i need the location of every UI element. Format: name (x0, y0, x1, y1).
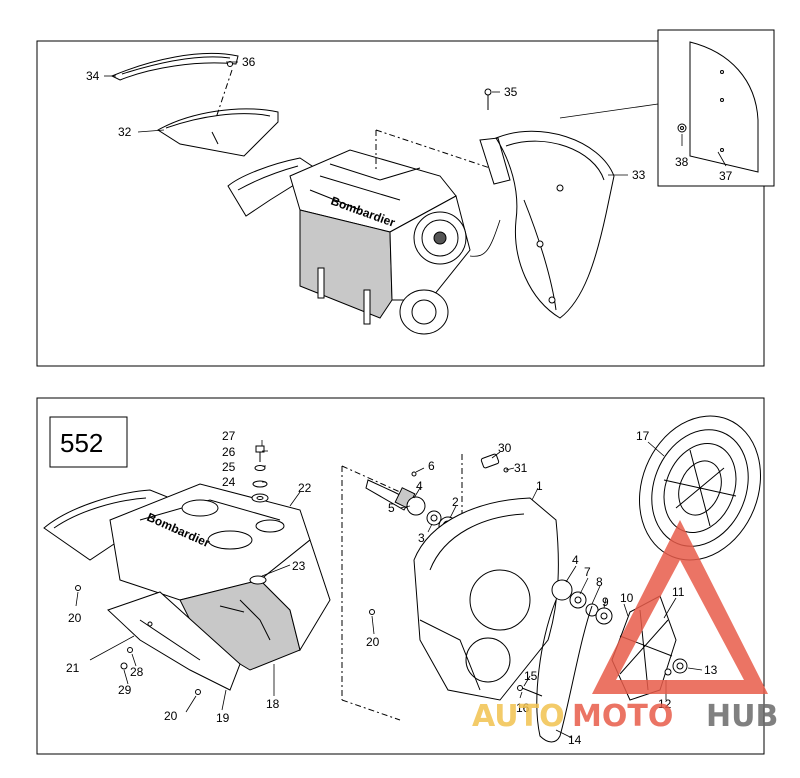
top-axis-line-3 (375, 129, 491, 169)
callout-35: 35 (504, 85, 518, 99)
part-21-bracket (107, 591, 241, 691)
callout-8: 8 (596, 575, 603, 589)
callout-25: 25 (222, 460, 236, 474)
callout-16: 16 (516, 701, 530, 715)
callout-23: 23 (292, 559, 306, 573)
callout-12: 12 (658, 697, 672, 711)
callout-18: 18 (266, 697, 280, 711)
callout-28: 28 (130, 665, 144, 679)
part-17-fan (638, 415, 762, 561)
callout-6: 6 (428, 459, 435, 473)
callout-20-bottom: 20 (164, 709, 178, 723)
part-15-16-bolt (517, 685, 543, 697)
bottom-axis-line-1 (341, 465, 401, 493)
page-number: 552 (60, 428, 103, 458)
callout-31: 31 (514, 461, 528, 475)
part-1-housing (413, 497, 567, 701)
inset-link-line (559, 103, 659, 119)
callout-34: 34 (86, 69, 100, 83)
watermark-text-moto: MOTO (572, 699, 673, 734)
callout-14: 14 (568, 733, 582, 747)
bottom-panel: 552 Bombardier (36, 397, 765, 755)
callout-11: 11 (672, 585, 685, 599)
guard-link-line (469, 219, 501, 257)
automotohub-watermark: AUTO MOTO HUB (472, 520, 778, 734)
callout-33: 33 (632, 168, 646, 182)
part-20-screws (75, 585, 375, 695)
callout-20-left: 20 (68, 611, 82, 625)
bottom-axis-line-3 (341, 699, 401, 721)
callout-7: 7 (584, 565, 591, 579)
part-37-plate (689, 41, 759, 173)
callout-15: 15 (524, 669, 538, 683)
callout-10: 10 (620, 591, 634, 605)
callout-32: 32 (118, 125, 132, 139)
callout-13: 13 (704, 663, 718, 677)
callout-36: 36 (242, 55, 256, 69)
callout-19: 19 (216, 711, 230, 725)
part-33-guard (479, 130, 615, 319)
callout-26: 26 (222, 445, 236, 459)
bottom-panel-frame (36, 397, 765, 755)
callout-20-right: 20 (366, 635, 380, 649)
callout-5: 5 (388, 501, 395, 515)
callout-24: 24 (222, 475, 236, 489)
part-36-screw (227, 61, 233, 67)
part-14-belt (536, 599, 593, 743)
part-34-trim (110, 53, 239, 81)
watermark-text-auto: AUTO (472, 699, 565, 734)
top-panel-frame (36, 40, 765, 367)
callout-27: 27 (222, 429, 236, 443)
top-panel: Bombardier (36, 29, 775, 367)
callout-21: 21 (66, 661, 80, 675)
part-38-nut (677, 123, 687, 133)
page-number-box (49, 416, 128, 468)
callout-22: 22 (298, 481, 312, 495)
part-35-screw (484, 88, 492, 110)
callout-4-left: 4 (416, 479, 423, 493)
engine-assembly-top: Bombardier (227, 149, 471, 335)
watermark-text-hub: HUB (706, 699, 778, 734)
part-28-29-hardware (120, 647, 133, 670)
callout-9: 9 (602, 595, 609, 609)
engine-shroud: Bombardier (43, 483, 331, 671)
top-axis-line-1 (215, 69, 233, 119)
part-30-31-clip (480, 453, 509, 473)
hardware-stack-24-27 (249, 445, 269, 585)
part-32-cover (157, 108, 279, 157)
watermark-triangle-logo (592, 520, 768, 694)
callout-1: 1 (536, 479, 543, 493)
callout-29: 29 (118, 683, 132, 697)
callout-4-right: 4 (572, 553, 579, 567)
callout-37: 37 (719, 169, 733, 183)
callout-30: 30 (498, 441, 512, 455)
callout-38: 38 (675, 155, 689, 169)
callout-17: 17 (636, 429, 650, 443)
callout-2: 2 (452, 495, 459, 509)
callout-3: 3 (418, 531, 425, 545)
